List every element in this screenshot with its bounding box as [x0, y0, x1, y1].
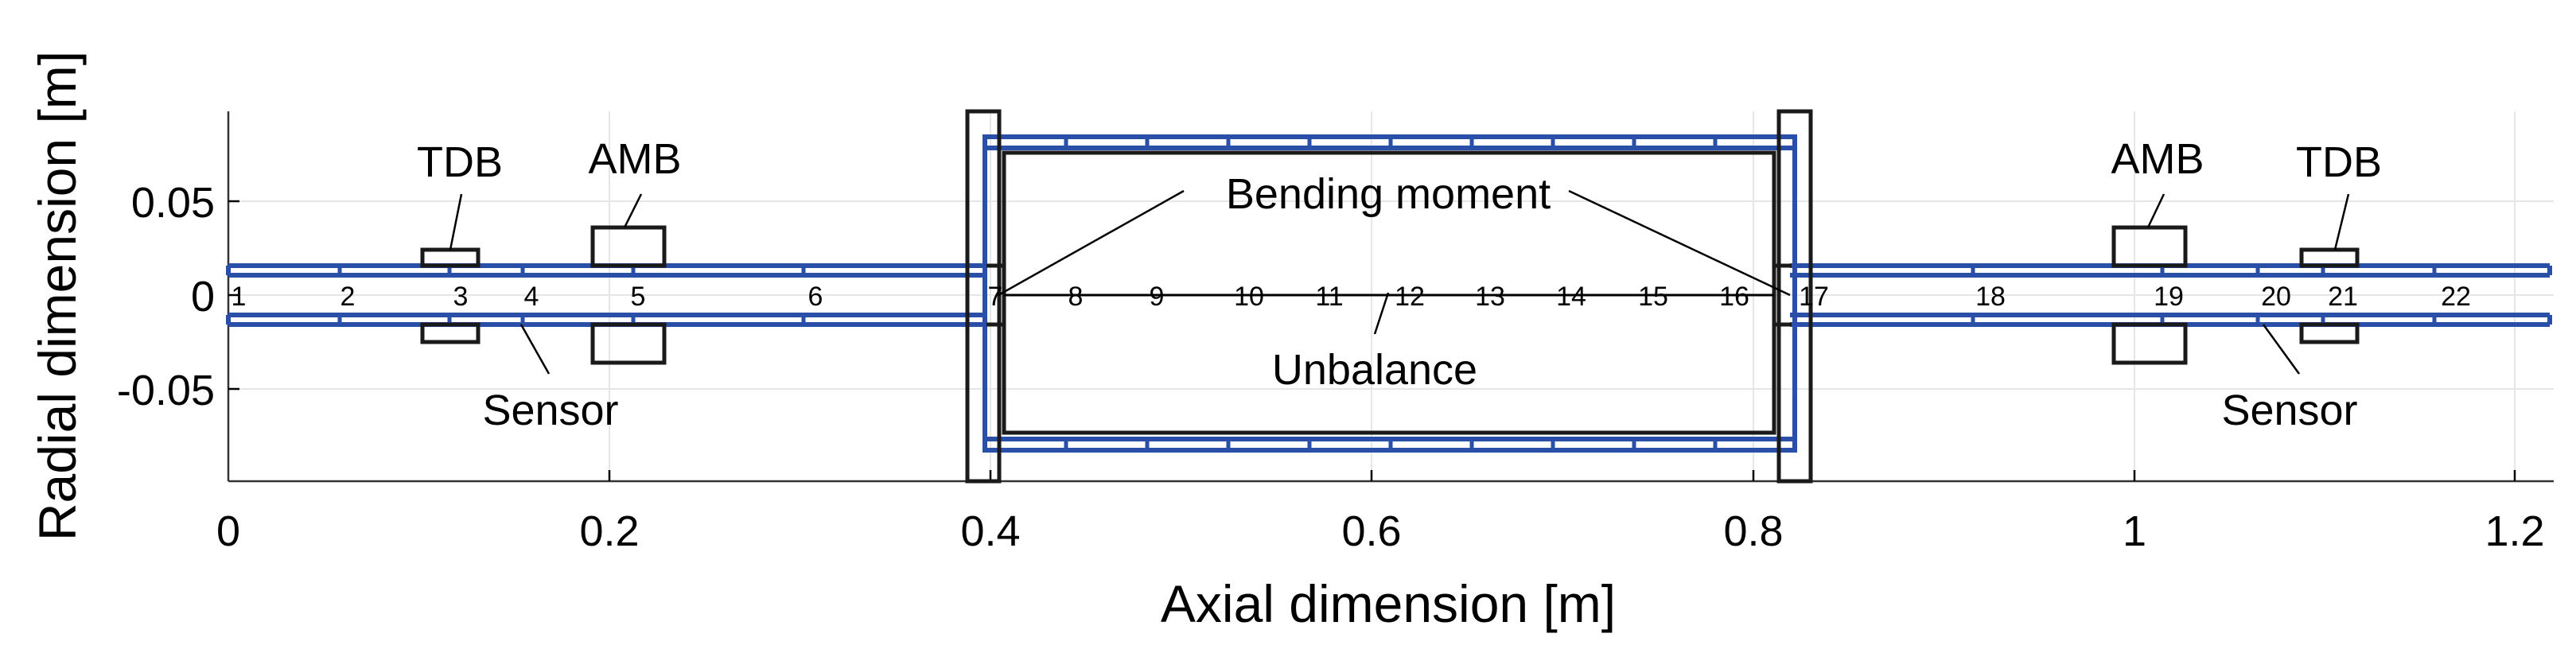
amb-left-label: AMB: [588, 135, 681, 183]
tdb-right-label: TDB: [2296, 138, 2382, 186]
grid: [228, 111, 2554, 481]
node-label: 12: [1395, 282, 1425, 312]
y-tick-label: 0.05: [131, 179, 215, 227]
node-label: 8: [1068, 282, 1084, 312]
node-label: 17: [1799, 282, 1829, 312]
y-tick-label: 0: [191, 273, 215, 321]
node-label: 4: [524, 282, 539, 312]
node-label: 18: [1975, 282, 2006, 312]
x-tick-label: 0.6: [1341, 507, 1401, 555]
node-label: 6: [808, 282, 823, 312]
node-label: 11: [1315, 282, 1343, 312]
tdb-left-label: TDB: [417, 138, 503, 186]
tdb-right: [2299, 247, 2360, 344]
amb-right: [2111, 225, 2188, 365]
node-label: 21: [2328, 282, 2358, 312]
unbalance-label: Unbalance: [1272, 346, 1477, 394]
bending-moment-label: Bending moment: [1226, 170, 1551, 218]
x-tick-label: 1.2: [2485, 507, 2544, 555]
annotations: TDB AMB Sensor Bending moment Unbalance …: [417, 135, 2382, 434]
end-disk-right: [1776, 109, 1813, 484]
x-tick-label: 0.8: [1723, 507, 1783, 555]
shaft-element-ticks: [337, 266, 2437, 325]
node-label: 14: [1556, 282, 1586, 312]
node-numbers: 1 2 3 4 5 6 7 8 9 10 11 12 13 14 15 16 1…: [232, 282, 2471, 312]
node-label: 1: [232, 282, 247, 312]
node-label: 9: [1150, 282, 1165, 312]
sensor-left-label: Sensor: [482, 387, 618, 434]
sensor-right-label: Sensor: [2221, 387, 2357, 434]
node-label: 22: [2441, 282, 2471, 312]
x-tick-label: 1: [2123, 507, 2146, 555]
axes-frame: [227, 111, 2554, 483]
x-tick-label: 0.2: [579, 507, 639, 555]
y-tick-label: -0.05: [117, 367, 215, 414]
node-label: 19: [2154, 282, 2184, 312]
x-tick-label: 0.4: [960, 507, 1020, 555]
x-tick-label: 0: [216, 507, 240, 555]
end-disk-left: [965, 109, 1002, 484]
x-axis-label: Axial dimension [m]: [1161, 574, 1616, 633]
node-label: 7: [988, 282, 1003, 312]
amb-left: [590, 225, 667, 365]
node-label: 2: [340, 282, 356, 312]
node-label: 13: [1475, 282, 1505, 312]
node-label: 10: [1234, 282, 1264, 312]
node-label: 16: [1719, 282, 1749, 312]
node-label: 15: [1638, 282, 1668, 312]
node-label: 20: [2261, 282, 2291, 312]
node-label: 5: [631, 282, 646, 312]
x-tick-labels: 0 0.2 0.4 0.6 0.8 1 1.2: [216, 507, 2545, 555]
leader-lines: [449, 189, 2350, 375]
y-axis-label: Radial dimension [m]: [28, 51, 87, 541]
drum-element-ticks: [1064, 137, 1718, 450]
node-label: 3: [453, 282, 469, 312]
y-tick-labels: 0.05 0 -0.05: [117, 179, 215, 414]
amb-right-label: AMB: [2111, 135, 2204, 183]
